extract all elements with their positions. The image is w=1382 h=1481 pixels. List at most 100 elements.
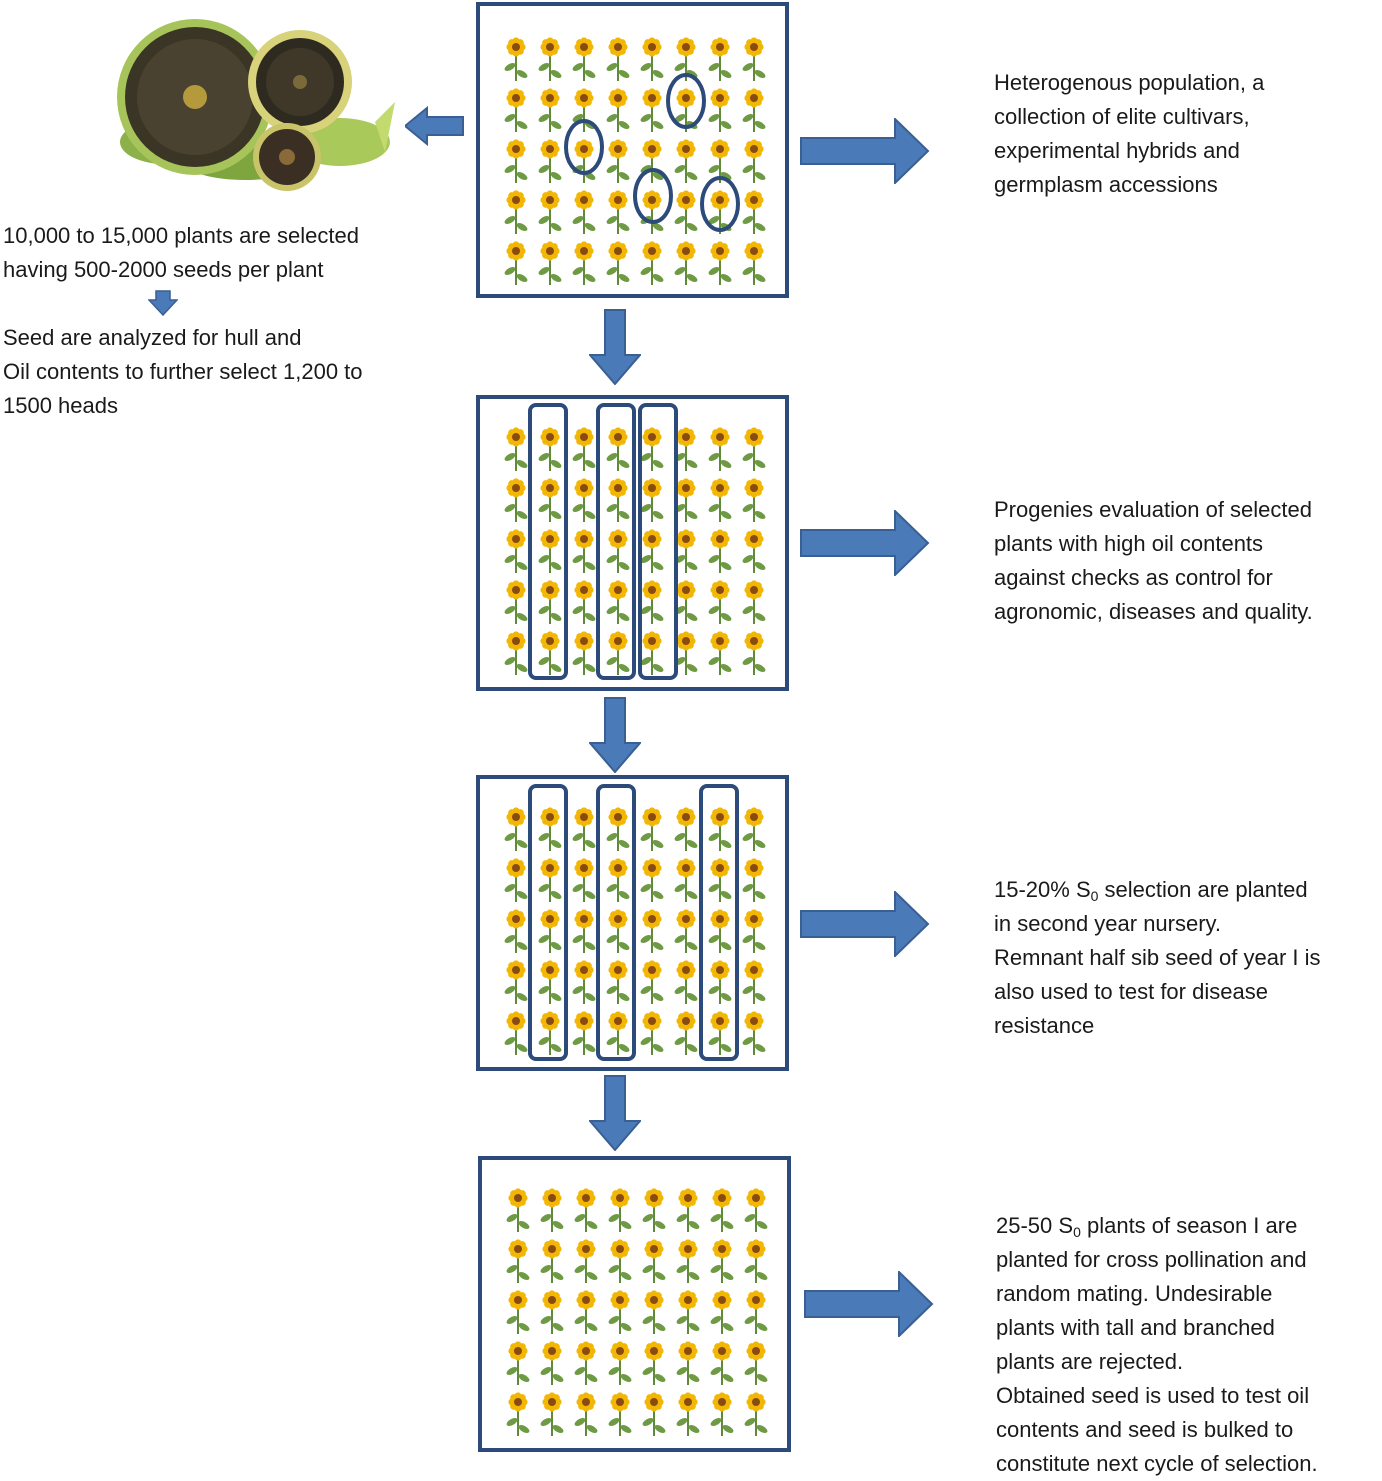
large-sunflower-head: [117, 19, 273, 175]
sunflower-plant-icon: [606, 190, 630, 234]
sunflower-plant-icon: [708, 580, 732, 624]
step-1-description: Heterogenous population, a collection of…: [994, 66, 1264, 202]
sunflower-plant-icon: [708, 631, 732, 675]
step-4-line: plants with tall and branched: [996, 1315, 1275, 1340]
sunflower-plant-icon: [708, 909, 732, 953]
sunflower-plant-icon: [540, 1188, 564, 1232]
sunflower-plant-icon: [572, 529, 596, 573]
sunflower-heads-photo: [117, 19, 395, 191]
sunflower-plant-icon: [744, 1392, 768, 1436]
sunflower-plant-icon: [538, 631, 562, 675]
sunflower-plant-icon: [504, 909, 528, 953]
sunflower-plant-icon: [708, 858, 732, 902]
field-panel-2: [476, 395, 789, 691]
sunflower-plant-icon: [744, 1341, 768, 1385]
field-panel-3: [476, 775, 789, 1071]
step-3-line1-pre: 15-20% S: [994, 877, 1091, 902]
sunflower-plant-icon: [708, 190, 732, 234]
sunflower-plant-icon: [676, 1341, 700, 1385]
sunflower-plant-icon: [606, 37, 630, 81]
sunflower-plant-icon: [742, 88, 766, 132]
sunflower-plant-icon: [608, 1392, 632, 1436]
step-3-line: in second year nursery.: [994, 911, 1222, 936]
sunflower-plant-icon: [574, 1239, 598, 1283]
analysis-note: Seed are analyzed for hull and Oil conte…: [3, 321, 363, 423]
step-3-description: 15-20% S0 selection are planted in secon…: [994, 873, 1321, 1043]
sunflower-plant-icon: [642, 1239, 666, 1283]
step-4-line: contents and seed is bulked to: [996, 1417, 1294, 1442]
left-arrow: [405, 106, 464, 146]
sunflower-plant-icon: [640, 37, 664, 81]
sunflower-plant-icon: [640, 909, 664, 953]
field-panel-4: [478, 1156, 791, 1452]
sunflower-plant-icon: [640, 858, 664, 902]
sunflower-plant-icon: [540, 1239, 564, 1283]
sunflower-plant-icon: [572, 427, 596, 471]
sunflower-plant-icon: [538, 960, 562, 1004]
sunflower-plant-icon: [744, 1290, 768, 1334]
step-2-line: Progenies evaluation of selected: [994, 497, 1312, 522]
sunflower-plant-icon: [674, 241, 698, 285]
selected-row-box: [528, 403, 568, 680]
sunflower-plant-icon: [742, 241, 766, 285]
sunflower-plant-icon: [640, 960, 664, 1004]
sunflower-plant-icon: [572, 37, 596, 81]
sunflower-plant-icon: [676, 1239, 700, 1283]
sunflower-plant-icon: [708, 427, 732, 471]
sunflower-plant-icon: [606, 858, 630, 902]
selected-row-box: [528, 784, 568, 1061]
sunflower-plant-icon: [572, 960, 596, 1004]
step-4-line: random mating. Undesirable: [996, 1281, 1273, 1306]
sunflower-plant-icon: [674, 909, 698, 953]
selection-note-line: 10,000 to 15,000 plants are selected: [3, 223, 359, 248]
sunflower-plant-icon: [540, 1290, 564, 1334]
sunflower-plant-icon: [608, 1188, 632, 1232]
step-1-line: germplasm accessions: [994, 172, 1218, 197]
sunflower-plant-icon: [606, 241, 630, 285]
sunflower-plant-icon: [504, 190, 528, 234]
sunflower-plant-icon: [640, 241, 664, 285]
sunflower-plant-icon: [572, 241, 596, 285]
sunflower-plant-icon: [538, 858, 562, 902]
selected-row-box: [638, 403, 678, 680]
sunflower-plant-icon: [640, 139, 664, 183]
sunflower-plant-icon: [674, 960, 698, 1004]
sunflower-plant-icon: [572, 580, 596, 624]
sunflower-plant-icon: [708, 807, 732, 851]
step-1-line: Heterogenous population, a: [994, 70, 1265, 95]
step-4-line: plants are rejected.: [996, 1349, 1184, 1374]
sunflower-plant-icon: [676, 1188, 700, 1232]
down-arrow: [589, 309, 641, 385]
step-4-line1-post: plants of season I are: [1080, 1213, 1298, 1238]
sunflower-plant-icon: [538, 1011, 562, 1055]
sunflower-plant-icon: [742, 427, 766, 471]
sunflower-plant-icon: [708, 88, 732, 132]
selected-row-box: [699, 784, 739, 1061]
sunflower-plant-icon: [710, 1341, 734, 1385]
selection-note: 10,000 to 15,000 plants are selected hav…: [3, 219, 359, 287]
sunflower-plant-icon: [708, 529, 732, 573]
sunflower-plant-icon: [674, 631, 698, 675]
right-arrow: [800, 510, 930, 576]
sunflower-plant-icon: [538, 37, 562, 81]
sunflower-plant-icon: [742, 858, 766, 902]
sunflower-plant-icon: [606, 139, 630, 183]
sunflower-plant-icon: [574, 1392, 598, 1436]
sunflower-plant-icon: [708, 478, 732, 522]
sunflower-plant-icon: [640, 190, 664, 234]
step-3-line: Remnant half sib seed of year I is: [994, 945, 1321, 970]
sunflower-plant-icon: [742, 529, 766, 573]
sunflower-plant-icon: [572, 631, 596, 675]
sunflower-plant-icon: [676, 1290, 700, 1334]
sunflower-plant-icon: [506, 1239, 530, 1283]
sunflower-plant-icon: [540, 1392, 564, 1436]
sunflower-grid: [504, 807, 766, 1055]
sunflower-plant-icon: [504, 1011, 528, 1055]
sunflower-plant-icon: [640, 807, 664, 851]
right-arrow: [804, 1271, 934, 1337]
analysis-note-line: 1500 heads: [3, 393, 118, 418]
sunflower-plant-icon: [538, 241, 562, 285]
sunflower-plant-icon: [504, 88, 528, 132]
sunflower-plant-icon: [506, 1392, 530, 1436]
step-4-line1-sub: 0: [1073, 1224, 1081, 1240]
